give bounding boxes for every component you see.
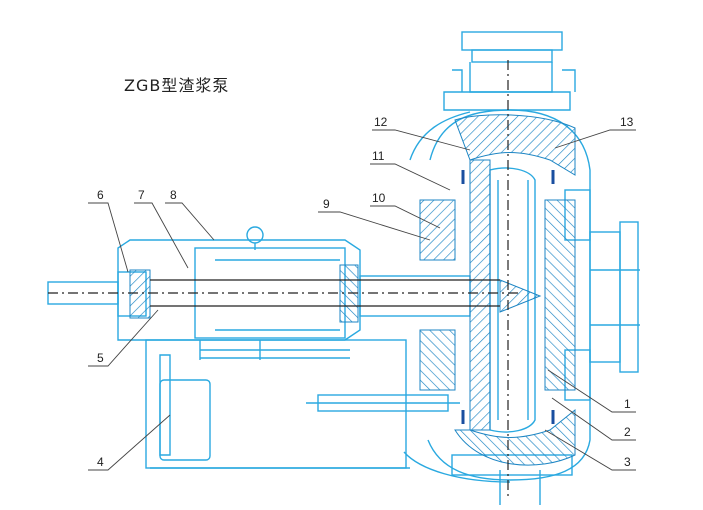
part-labels: 6 7 8 5 4 9 10 11 12 13 1 2 3 (97, 115, 634, 469)
seal-rings (461, 170, 555, 424)
label-8: 8 (170, 188, 177, 202)
label-13: 13 (620, 115, 634, 129)
pump-outline (47, 31, 640, 505)
label-12: 12 (374, 115, 388, 129)
label-5: 5 (97, 351, 104, 365)
leader-lines (88, 129, 636, 471)
shaft (48, 60, 520, 500)
diagram-title: ZGB型渣浆泵 (124, 76, 230, 95)
label-1: 1 (624, 397, 631, 411)
label-9: 9 (323, 197, 330, 211)
label-6: 6 (97, 188, 104, 202)
label-2: 2 (624, 425, 631, 439)
hatched-sections (129, 114, 576, 466)
label-4: 4 (97, 455, 104, 469)
label-10: 10 (372, 191, 386, 205)
label-3: 3 (624, 455, 631, 469)
label-11: 11 (372, 149, 385, 163)
label-7: 7 (138, 188, 145, 202)
